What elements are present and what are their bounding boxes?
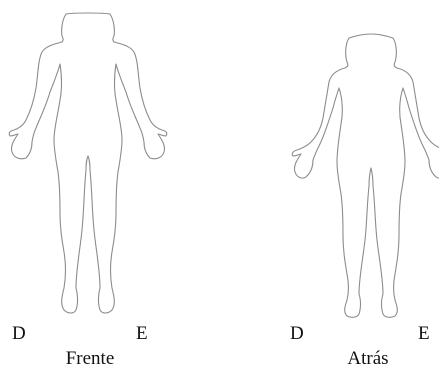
- back-caption: Atrás: [347, 349, 388, 369]
- back-right-label: E: [418, 324, 430, 344]
- front-caption: Frente: [66, 349, 115, 369]
- front-body-left-side: [88, 13, 167, 313]
- back-body-left-side: [371, 34, 439, 317]
- front-body-right-side: [9, 13, 88, 313]
- back-body-right-side: [292, 34, 371, 317]
- front-right-label: E: [136, 324, 148, 344]
- back-body-outline: [279, 0, 439, 320]
- front-body-outline: [0, 0, 190, 320]
- front-left-label: D: [12, 324, 26, 344]
- back-left-label: D: [290, 324, 304, 344]
